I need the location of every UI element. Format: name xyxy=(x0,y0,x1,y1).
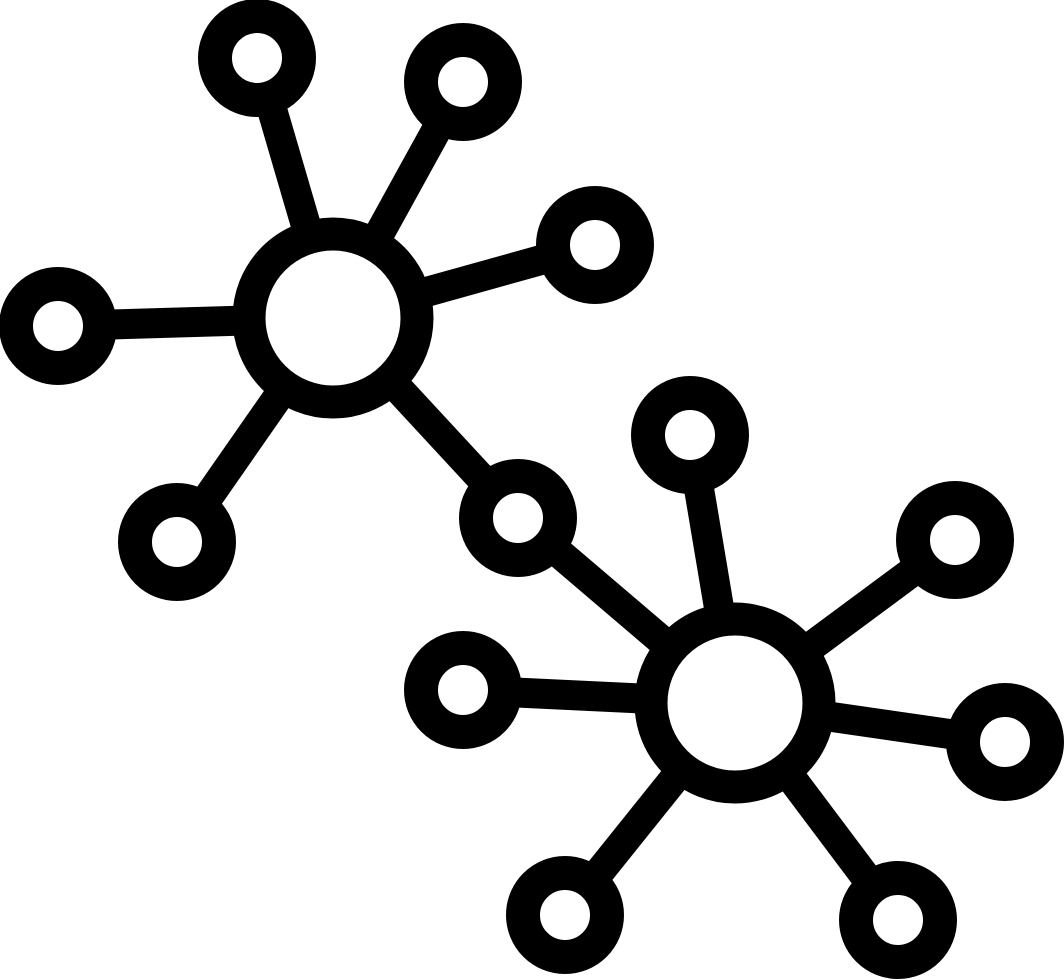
satellite-node-1 xyxy=(198,0,316,117)
satellite-node-8 xyxy=(404,631,522,749)
satellite-node-10 xyxy=(506,856,624,974)
satellite-node-11 xyxy=(839,861,957,979)
satellite-node-5 xyxy=(118,483,236,601)
satellite-node-2 xyxy=(404,23,522,141)
hub-node-lower xyxy=(634,602,836,804)
satellite-node-9 xyxy=(946,683,1064,801)
satellite-node-3 xyxy=(536,186,654,304)
satellite-node-6 xyxy=(631,376,749,494)
bridge-node xyxy=(459,459,577,577)
hub-node-upper xyxy=(232,217,434,419)
satellite-node-7 xyxy=(896,481,1014,599)
satellite-node-4 xyxy=(0,267,117,385)
